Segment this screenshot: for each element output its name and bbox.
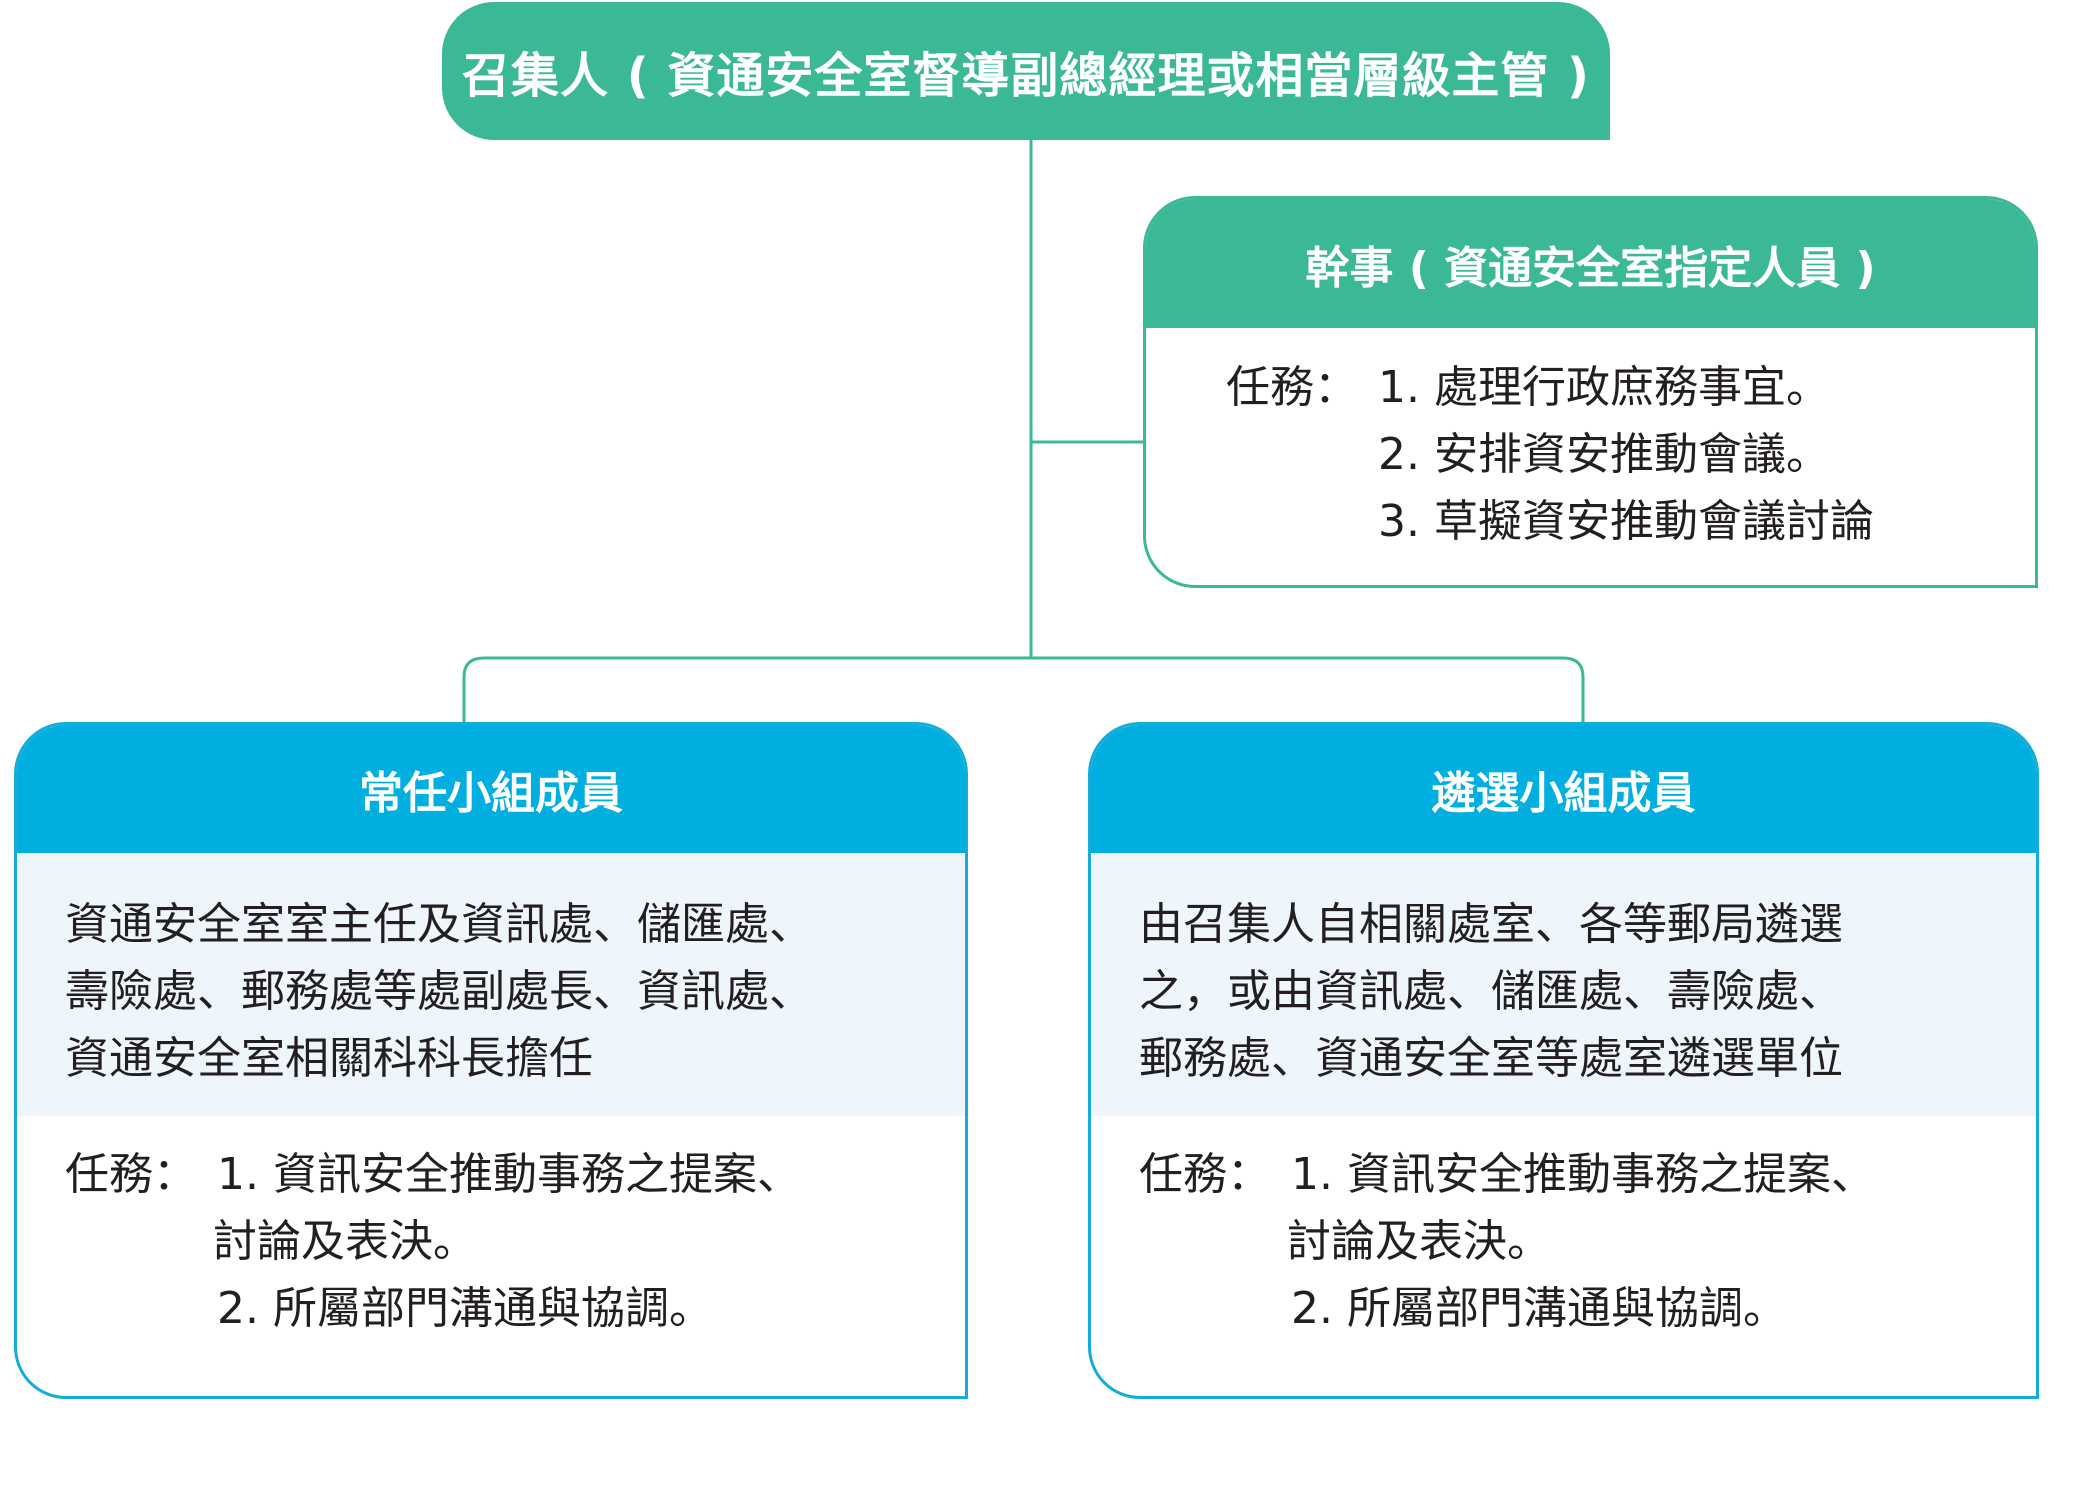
task-label: 任務： — [65, 1149, 197, 1200]
elected-members-title: 遴選小組成員 — [1091, 725, 2036, 853]
connector-branch — [462, 656, 1585, 724]
task-item: 1. 處理行政庶務事宜。 — [1378, 362, 1830, 413]
description-line: 之，或由資訊處、儲匯處、壽險處、 — [1139, 966, 1843, 1017]
elected-members-box: 遴選小組成員 由召集人自相關處室、各等郵局遴選 之，或由資訊處、儲匯處、壽險處、… — [1088, 722, 2039, 1399]
task-item: 討論及表決。 — [1287, 1216, 1551, 1267]
convener-box: 召集人 ( 資通安全室督導副總經理或相當層級主管 ) — [442, 2, 1610, 140]
elected-members-description: 由召集人自相關處室、各等郵局遴選 之，或由資訊處、儲匯處、壽險處、 郵務處、資通… — [1091, 853, 2036, 1116]
task-item: 討論及表決。 — [213, 1216, 477, 1267]
description-line: 由召集人自相關處室、各等郵局遴選 — [1139, 899, 1843, 950]
task-item: 1. 資訊安全推動事務之提案、 — [217, 1149, 801, 1200]
standing-members-title: 常任小組成員 — [17, 725, 965, 853]
description-line: 資通安全室相關科科長擔任 — [65, 1033, 593, 1084]
task-item: 2. 所屬部門溝通與協調。 — [1291, 1283, 1787, 1334]
convener-title: 召集人 ( 資通安全室督導副總經理或相當層級主管 ) — [461, 48, 1590, 104]
secretary-tasks: 任務： 1. 處理行政庶務事宜。 2. 安排資安推動會議。 3. 草擬資安推動會… — [1146, 328, 2035, 555]
task-item: 3. 草擬資安推動會議討論 — [1378, 496, 1874, 547]
description-line: 壽險處、郵務處等處副處長、資訊處、 — [65, 966, 813, 1017]
task-item: 2. 所屬部門溝通與協調。 — [217, 1283, 713, 1334]
task-item: 1. 資訊安全推動事務之提案、 — [1291, 1149, 1875, 1200]
standing-members-box: 常任小組成員 資通安全室室主任及資訊處、儲匯處、 壽險處、郵務處等處副處長、資訊… — [14, 722, 968, 1399]
elected-members-tasks: 任務： 1. 資訊安全推動事務之提案、 討論及表決。 2. 所屬部門溝通與協調。 — [1091, 1116, 2036, 1342]
description-line: 資通安全室室主任及資訊處、儲匯處、 — [65, 899, 813, 950]
task-label: 任務： — [1226, 362, 1358, 413]
task-item: 2. 安排資安推動會議。 — [1378, 429, 1830, 480]
standing-members-description: 資通安全室室主任及資訊處、儲匯處、 壽險處、郵務處等處副處長、資訊處、 資通安全… — [17, 853, 965, 1116]
task-label: 任務： — [1139, 1149, 1271, 1200]
description-line: 郵務處、資通安全室等處室遴選單位 — [1139, 1033, 1843, 1084]
secretary-box: 幹事 ( 資通安全室指定人員 ) 任務： 1. 處理行政庶務事宜。 2. 安排資… — [1143, 196, 2038, 588]
standing-members-tasks: 任務： 1. 資訊安全推動事務之提案、 討論及表決。 2. 所屬部門溝通與協調。 — [17, 1116, 965, 1342]
secretary-title: 幹事 ( 資通安全室指定人員 ) — [1146, 199, 2035, 328]
